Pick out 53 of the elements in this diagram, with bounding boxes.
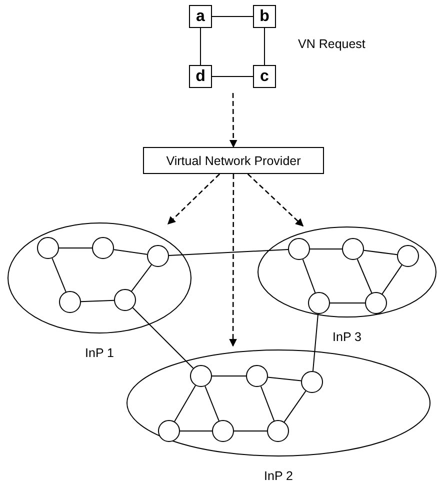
- domain-label: InP 2: [264, 469, 293, 483]
- connector-line: [200, 28, 201, 66]
- network-node-circle: [246, 365, 268, 387]
- connector-line: [260, 386, 275, 422]
- connector-line: [113, 249, 148, 255]
- network-node-circle: [92, 237, 114, 259]
- virtual-node: d: [189, 65, 212, 88]
- virtual-node: c: [253, 65, 276, 88]
- connector-line: [168, 249, 289, 256]
- connector-line: [310, 248, 342, 250]
- network-node-circle: [158, 420, 180, 442]
- arrow: [247, 174, 304, 227]
- virtual-node: a: [189, 5, 212, 28]
- domain-label: InP 1: [85, 346, 114, 360]
- network-node-circle: [190, 365, 212, 387]
- network-node-circle: [212, 420, 234, 442]
- virtual-node: b: [253, 5, 276, 28]
- connector-line: [312, 313, 319, 372]
- connector-line: [204, 386, 220, 422]
- connector-line: [302, 258, 316, 294]
- network-node-circle: [301, 371, 323, 393]
- network-node-circle: [37, 237, 59, 259]
- connector-line: [52, 258, 66, 292]
- connector-line: [267, 376, 302, 382]
- connector-line: [234, 430, 268, 432]
- network-node-circle: [342, 238, 364, 260]
- network-node-circle: [288, 238, 310, 260]
- connector-line: [212, 16, 254, 17]
- connector-line: [284, 390, 306, 422]
- network-node-circle: [267, 420, 289, 442]
- arrow: [229, 93, 238, 148]
- diagram-label: VN Request: [298, 37, 366, 51]
- domain-label: InP 3: [332, 330, 362, 344]
- connector-line: [174, 385, 196, 422]
- provider-node: Virtual Network Provider: [143, 147, 324, 174]
- connector-line: [382, 264, 402, 294]
- network-node-circle: [59, 291, 81, 313]
- network-node-circle: [147, 245, 169, 267]
- connector-line: [180, 430, 212, 432]
- connector-line: [264, 28, 265, 66]
- arrow: [229, 174, 238, 347]
- connector-line: [80, 300, 114, 302]
- connector-line: [212, 76, 254, 77]
- connector-line: [356, 258, 372, 294]
- network-node-circle: [114, 289, 136, 311]
- connector-line: [363, 250, 398, 256]
- network-node-circle: [308, 292, 330, 314]
- connector-line: [132, 307, 194, 369]
- connector-line: [131, 264, 152, 292]
- connector-line: [330, 302, 366, 304]
- network-node-circle: [365, 292, 387, 314]
- network-node-circle: [397, 245, 419, 267]
- arrow: [167, 174, 220, 225]
